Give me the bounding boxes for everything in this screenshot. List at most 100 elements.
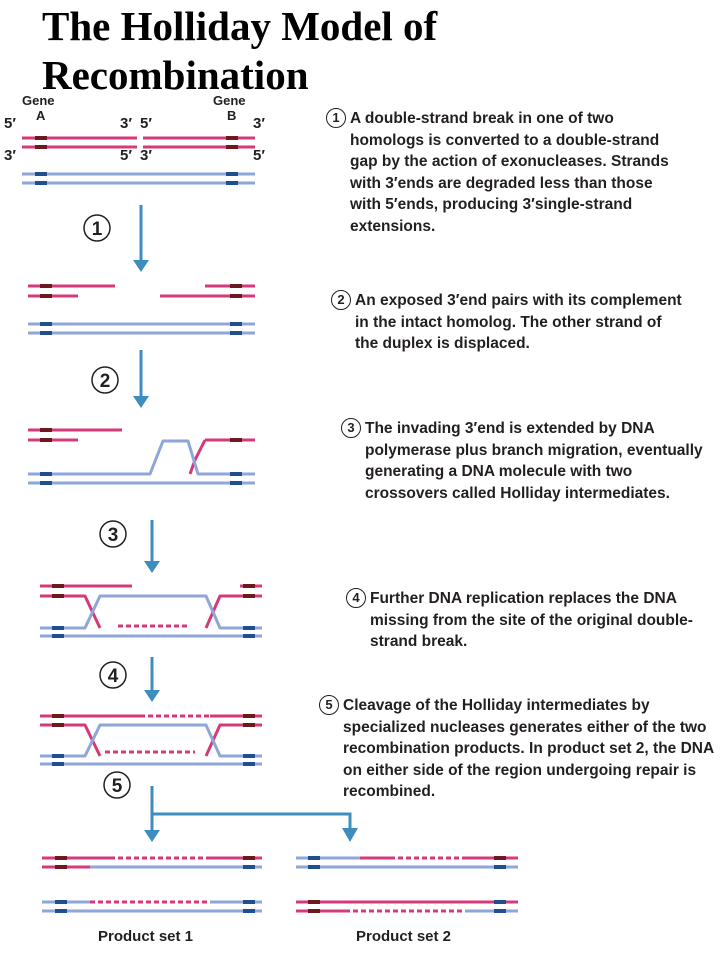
- step-circle-5: 5: [103, 771, 131, 799]
- gene-b-marker: [226, 172, 238, 176]
- gene-b-marker: [226, 145, 238, 149]
- gene-b-marker: [243, 754, 255, 758]
- process-arrows: [133, 205, 358, 842]
- gene-a-marker: [52, 634, 64, 638]
- gene-a-marker: [40, 294, 52, 298]
- gene-a-marker: [35, 181, 47, 185]
- gene-b-marker: [243, 900, 255, 904]
- svg-text:3: 3: [108, 525, 119, 546]
- svg-text:2: 2: [100, 371, 111, 392]
- end-label-5-mid2: 5′: [120, 147, 132, 164]
- gene-b-marker: [494, 909, 506, 913]
- gene-b-marker: [243, 865, 255, 869]
- end-label-5-right: 5′: [253, 147, 265, 164]
- gene-a-marker: [35, 172, 47, 176]
- gene-b-marker: [226, 181, 238, 185]
- displaced-strand: [28, 439, 255, 476]
- gene-b-marker: [494, 900, 506, 904]
- strand-blue: [40, 723, 262, 758]
- gene-a-marker: [55, 909, 67, 913]
- gene-a-marker: [308, 909, 320, 913]
- gene-b-marker: [230, 284, 242, 288]
- gene-a-marker: [52, 762, 64, 766]
- gene-a-label-top: Gene: [22, 93, 55, 108]
- gene-b-marker: [243, 626, 255, 630]
- end-label-5-left: 5′: [4, 115, 16, 132]
- step-1-number: 1: [326, 108, 346, 128]
- gene-a-marker: [40, 331, 52, 335]
- product-set-1-label: Product set 1: [98, 928, 194, 945]
- gene-b-marker: [243, 584, 255, 588]
- gene-a-marker: [308, 900, 320, 904]
- end-label-5-mid: 5′: [140, 115, 152, 132]
- svg-text:5: 5: [112, 776, 123, 797]
- gene-a-marker: [52, 714, 64, 718]
- arrow-step-5-left-head: [144, 830, 160, 842]
- step-3-description: 3 The invading 3′end is extended by DNA …: [341, 418, 715, 504]
- gene-a-marker: [40, 472, 52, 476]
- product-set-2-label: Product set 2: [356, 928, 452, 945]
- gene-b-marker: [230, 331, 242, 335]
- svg-text:4: 4: [108, 666, 119, 687]
- gene-b-marker: [494, 856, 506, 860]
- gene-b-marker: [230, 472, 242, 476]
- dna-strands: [22, 136, 518, 913]
- gene-b-marker: [226, 136, 238, 140]
- step-3-number: 3: [341, 418, 361, 438]
- gene-a-marker: [52, 594, 64, 598]
- arrow-step-3-head: [144, 561, 160, 573]
- arrow-step-5-right-head: [342, 828, 358, 842]
- gene-a-marker: [52, 584, 64, 588]
- strand-blue: [40, 594, 262, 630]
- end-label-3-right: 3′: [253, 115, 265, 132]
- gene-b-label-top: Gene: [213, 93, 246, 108]
- step-5-description: 5 Cleavage of the Holliday intermediates…: [319, 695, 718, 803]
- gene-b-label-letter: B: [227, 108, 236, 123]
- step-5-number: 5: [319, 695, 339, 715]
- gene-a-marker: [52, 626, 64, 630]
- gene-a-marker: [40, 428, 52, 432]
- end-label-3-left: 3′: [4, 147, 16, 164]
- step-4-number: 4: [346, 588, 366, 608]
- gene-a-marker: [35, 145, 47, 149]
- step-2-number: 2: [331, 290, 351, 310]
- gene-b-marker: [243, 634, 255, 638]
- gene-a-marker: [40, 438, 52, 442]
- arrow-step-5-branch: [150, 786, 352, 828]
- gene-markers: [35, 136, 506, 913]
- gene-b-marker: [230, 438, 242, 442]
- arrow-step-4-head: [144, 690, 160, 702]
- gene-a-label-letter: A: [36, 108, 46, 123]
- step-circle-2: 2: [91, 366, 119, 394]
- step-circle-3: 3: [99, 520, 127, 548]
- step-2-description: 2 An exposed 3′end pairs with its comple…: [331, 290, 685, 355]
- gene-b-marker: [243, 856, 255, 860]
- gene-a-marker: [35, 136, 47, 140]
- step-4-description: 4 Further DNA replication replaces the D…: [346, 588, 715, 653]
- gene-a-marker: [308, 865, 320, 869]
- step-circle-1: 1: [83, 214, 111, 242]
- gene-b-marker: [230, 294, 242, 298]
- gene-a-marker: [55, 865, 67, 869]
- gene-b-marker: [230, 322, 242, 326]
- gene-b-marker: [230, 481, 242, 485]
- gene-a-marker: [52, 723, 64, 727]
- step-circle-4: 4: [99, 661, 127, 689]
- gene-b-marker: [243, 723, 255, 727]
- page-title: The Holliday Model of Recombination: [42, 3, 438, 98]
- gene-b-marker: [243, 762, 255, 766]
- gene-b-marker: [243, 909, 255, 913]
- gene-b-marker: [243, 714, 255, 718]
- gene-b-marker: [243, 594, 255, 598]
- gene-b-marker: [494, 865, 506, 869]
- gene-a-marker: [52, 754, 64, 758]
- arrow-step-2-head: [133, 396, 149, 408]
- gene-a-marker: [40, 284, 52, 288]
- gene-a-marker: [308, 856, 320, 860]
- arrow-step-1-head: [133, 260, 149, 272]
- end-label-3-mid2: 3′: [140, 147, 152, 164]
- gene-a-marker: [55, 900, 67, 904]
- svg-text:1: 1: [92, 219, 103, 240]
- end-label-3-mid: 3′: [120, 115, 132, 132]
